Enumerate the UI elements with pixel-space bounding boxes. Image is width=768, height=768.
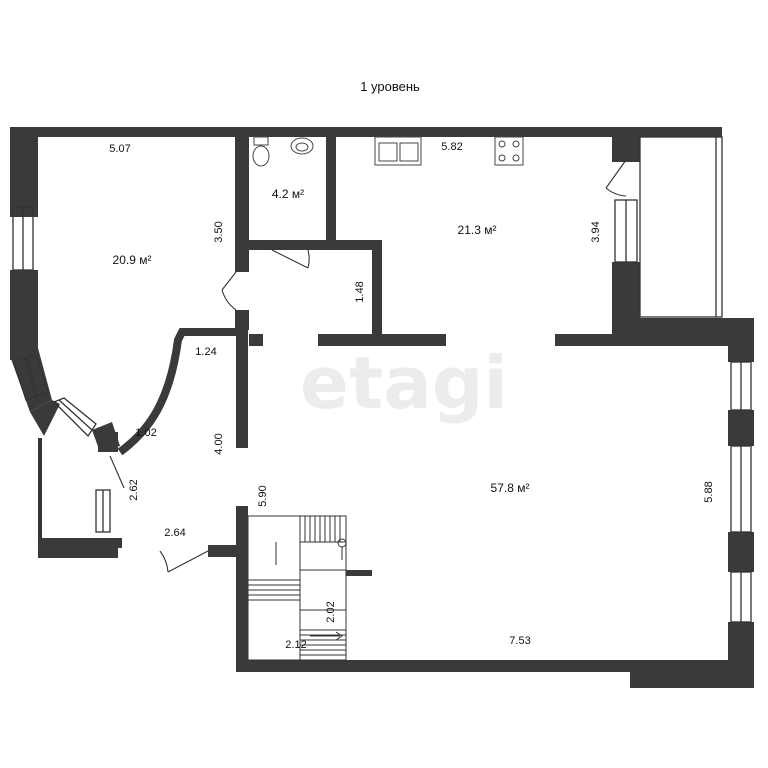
doors: [109, 159, 627, 573]
dim-left-side: 3.50: [213, 221, 225, 242]
dim-hall-left: 5.90: [257, 485, 269, 506]
dim-corridor-top: 1.24: [195, 346, 216, 358]
dim-hall-bottom: 7.53: [509, 635, 530, 647]
stair-direction-arrow-icon: [275, 538, 347, 641]
dim-small-bottom: 2.64: [164, 527, 185, 539]
room-area-kitchen: 21.3 м²: [458, 223, 497, 237]
dim-stair-horizontal: 2.12: [285, 639, 306, 651]
toilet-icon: [252, 136, 270, 167]
sink-icon: [290, 137, 314, 155]
watermark: etagi: [300, 341, 508, 425]
room-area-left: 20.9 м²: [113, 253, 152, 267]
kitchen-sink-icon: [374, 136, 422, 166]
room-area-hall: 57.8 м²: [491, 481, 530, 495]
staircase: [247, 515, 347, 661]
dim-kitchen-side: 3.94: [590, 221, 602, 242]
stove-icon: [494, 136, 524, 166]
dim-hall-right: 5.88: [703, 481, 715, 502]
walls: [10, 127, 754, 688]
dim-left-top: 5.07: [109, 143, 130, 155]
room-area-bathroom: 4.2 м²: [272, 187, 304, 201]
dim-small-side: 2.62: [128, 479, 140, 500]
dim-corridor-height: 4.00: [213, 433, 225, 454]
svg-text:etagi: etagi: [300, 341, 508, 425]
dim-kitchen-top: 5.82: [441, 141, 462, 153]
dim-corridor-side: 1.48: [354, 281, 366, 302]
dim-bay: 1.02: [135, 427, 156, 439]
stair-steps: [248, 516, 346, 656]
bathroom-fixtures: [252, 136, 314, 167]
plan-title: 1 уровень: [360, 79, 420, 94]
kitchen-fixtures: [374, 136, 524, 166]
dim-stair-vertical: 2.02: [325, 601, 337, 622]
thin-lines: [12, 136, 752, 623]
